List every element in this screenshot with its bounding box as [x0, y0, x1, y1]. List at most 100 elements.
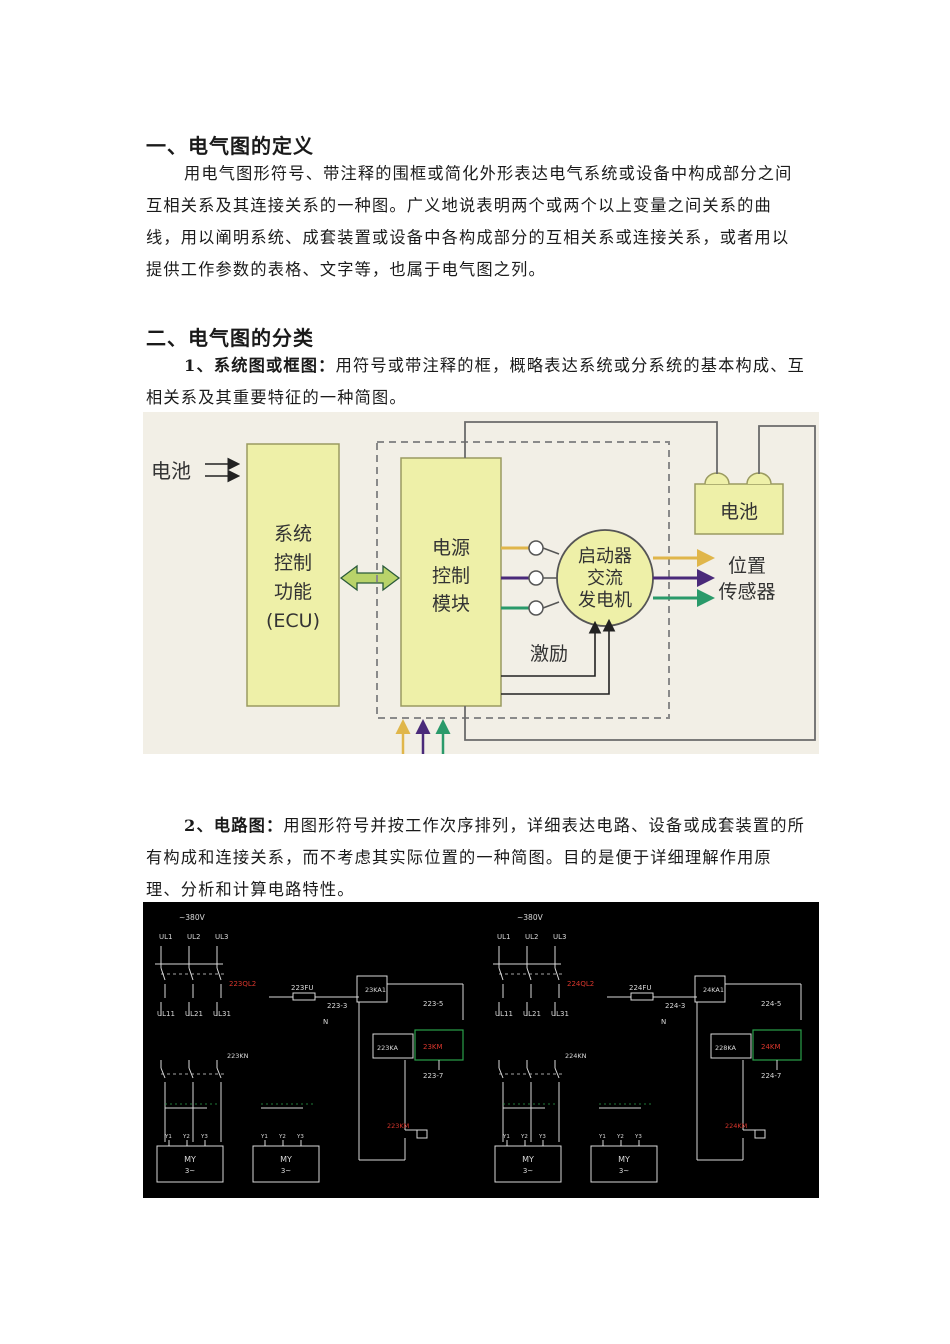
output-label: UL11	[495, 1010, 513, 1018]
output-label: UL31	[213, 1010, 231, 1018]
section1-heading: 一、电气图的定义	[146, 134, 314, 158]
contactor-label: 223KN	[227, 1052, 249, 1060]
wire-top	[464, 421, 718, 474]
motor-2-label: MY	[280, 1155, 292, 1164]
terminal-label: Y3	[200, 1134, 208, 1140]
block-diagram-figure: 电池 系统 控制 功能 (ECU) 电源 控制 模块 启动器 交流 发电机 位置…	[143, 412, 819, 754]
contactor-contact	[554, 1067, 560, 1079]
terminal-label: Y2	[520, 1134, 528, 1140]
section2-heading: 二、电气图的分类	[146, 326, 314, 350]
phase-label: UL1	[497, 933, 510, 941]
ka-coil-box	[372, 1033, 414, 1059]
alternator-line-2: 交流	[587, 568, 623, 589]
coil-symbol	[754, 1129, 766, 1139]
coil-symbol	[416, 1129, 428, 1139]
terminal-label: Y3	[634, 1134, 642, 1140]
contactor-contact	[498, 1067, 504, 1079]
item1-text: 用符号或带注释的框，概略表达系统或分系统的基本构成、互相关系及其重要特征的一种简…	[146, 356, 806, 407]
alternator-line-3: 发电机	[578, 590, 632, 611]
coil-label: 224KM	[725, 1122, 747, 1130]
fuse-label: 224FU	[629, 984, 652, 992]
motor-1-phase: 3~	[523, 1167, 533, 1175]
fuse-label: 223FU	[291, 984, 314, 992]
motor-2-label: MY	[618, 1155, 630, 1164]
contactor-contact	[160, 1067, 166, 1079]
terminal-label: Y3	[538, 1134, 546, 1140]
phase-label: UL3	[553, 933, 566, 941]
power-module-line-1: 电源	[432, 537, 470, 559]
output-label: UL21	[185, 1010, 203, 1018]
terminal-label: Y2	[616, 1134, 624, 1140]
fuse-symbol	[292, 992, 316, 1001]
breaker-label: 223QL2	[229, 980, 256, 988]
power-module-line-2: 控制	[432, 565, 470, 587]
relay-label: 24KA1	[703, 986, 724, 994]
excitation-label: 激励	[530, 643, 568, 665]
phase-label: UL2	[187, 933, 200, 941]
item1-paragraph: 1、系统图或框图：用符号或带注释的框，概略表达系统或分系统的基本构成、互相关系及…	[146, 350, 806, 414]
power-module-box	[400, 457, 502, 707]
phase-label: UL2	[525, 933, 538, 941]
switch-1	[528, 540, 544, 556]
ka-coil-box	[710, 1033, 752, 1059]
relay-box	[356, 975, 388, 1003]
contactor-contact	[216, 1067, 222, 1079]
battery-right-box	[694, 483, 784, 535]
terminal-label: Y3	[296, 1134, 304, 1140]
breaker-contact	[216, 967, 222, 981]
relay-box	[694, 975, 726, 1003]
output-label: UL21	[523, 1010, 541, 1018]
ecu-line-3: 功能	[274, 581, 312, 603]
branch-right-label: 223-5	[423, 1000, 443, 1008]
contactor-contact	[526, 1067, 532, 1079]
terminal-label: Y1	[502, 1134, 510, 1140]
panel-voltage: ~380V	[179, 913, 206, 922]
motor-1-box	[494, 1145, 562, 1183]
contactor-label: 224KN	[565, 1052, 587, 1060]
terminal-label: Y1	[164, 1134, 172, 1140]
ecu-box	[246, 443, 340, 707]
terminal-label: Y2	[182, 1134, 190, 1140]
sensor-line-2: 传感器	[718, 581, 775, 603]
power-module-line-3: 模块	[432, 593, 470, 615]
fuse-symbol	[630, 992, 654, 1001]
ecu-line-2: 控制	[274, 552, 312, 574]
wire-loop	[464, 425, 816, 741]
phase-label: UL3	[215, 933, 228, 941]
breaker-label: 224QL2	[567, 980, 594, 988]
section1-paragraph: 用电气图形符号、带注释的围框或简化外形表达电气系统或设备中构成部分之间互相关系及…	[146, 164, 793, 279]
panel-voltage: ~380V	[517, 913, 544, 922]
bidirectional-arrow	[339, 564, 401, 592]
km-label: 23KM	[423, 1043, 443, 1051]
ecu-line-1: 系统	[274, 523, 312, 545]
motor-1-phase: 3~	[185, 1167, 195, 1175]
motor-1-box	[156, 1145, 224, 1183]
phase-label: UL1	[159, 933, 172, 941]
excitation-arrow-1	[501, 620, 602, 677]
branch-right-label: 224-5	[761, 1000, 781, 1008]
ecu-line-4: (ECU)	[266, 610, 320, 632]
motor-2-box	[590, 1145, 658, 1183]
motor-2-phase: 3~	[619, 1167, 629, 1175]
km-label: 24KM	[761, 1043, 781, 1051]
battery-right-label: 电池	[720, 501, 758, 523]
relay-label: 23KA1	[365, 986, 386, 994]
motor-1-label: MY	[522, 1155, 534, 1164]
branch-low-label: 223-7	[423, 1072, 443, 1080]
item2-label: 2、电路图：	[184, 816, 284, 835]
neutral-label: N	[661, 1018, 666, 1026]
item1-label: 1、系统图或框图：	[184, 356, 336, 375]
ka-coil-label: 223KA	[377, 1044, 399, 1052]
neutral-label: N	[323, 1018, 328, 1026]
excitation-arrow-2	[501, 618, 616, 695]
motor-2-phase: 3~	[281, 1167, 291, 1175]
item2-text: 用图形符号并按工作次序排列，详细表达电路、设备或成套装置的所有构成和连接关系，而…	[146, 816, 806, 899]
output-label: UL31	[551, 1010, 569, 1018]
battery-left-label: 电池	[151, 459, 191, 483]
coil-label: 223KM	[387, 1122, 409, 1130]
sensor-line-1: 位置	[728, 555, 766, 577]
terminal-label: Y1	[598, 1134, 606, 1140]
motor-1-label: MY	[184, 1155, 196, 1164]
